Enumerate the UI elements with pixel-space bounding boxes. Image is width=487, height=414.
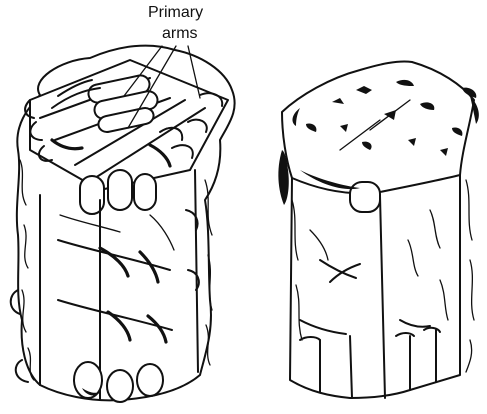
front-lobes	[80, 170, 156, 214]
primary-arms-label-line1: Primary	[148, 4, 203, 22]
right-center-edge	[380, 196, 385, 398]
right-right-face-lines	[466, 180, 474, 372]
right-left-face-lines	[292, 200, 302, 340]
bottom-lobes	[74, 362, 163, 402]
primary-arms-label-line2: arms	[162, 25, 198, 43]
front-face-arms	[58, 215, 174, 342]
right-front-markings	[300, 210, 448, 334]
right-dendrite-column	[278, 61, 479, 398]
left-column-right-edge	[195, 170, 198, 372]
left-dendrite-column	[11, 46, 235, 402]
right-top-nub	[350, 182, 380, 212]
